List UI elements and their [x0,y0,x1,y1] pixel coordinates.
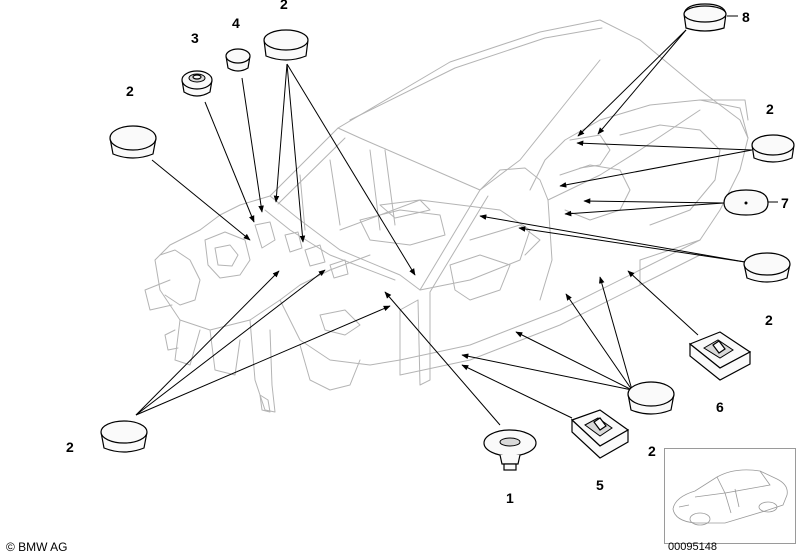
leader-lines [135,29,753,426]
plug-part-2-left [109,125,157,159]
grommet-part-1 [483,429,537,471]
clip-nut-part-5 [570,409,630,459]
plug-part-2-bottom [627,381,675,415]
clip-nut-part-6 [688,331,752,381]
document-number: 00095148 [668,541,717,553]
plug-part-2-right-lower [743,252,791,283]
plug-part-8 [683,3,727,32]
plug-part-4 [225,48,251,72]
cap-part-7 [723,189,769,216]
callout-6: 6 [716,399,724,415]
car-body-shell [144,19,749,413]
callout-labels: 3 4 2 2 2 1 5 2 6 2 7 2 8 [66,0,789,506]
vehicle-thumbnail [664,448,796,544]
callout-2-left: 2 [126,83,134,99]
plug-part-2-right-upper [751,134,795,163]
callout-2-bottom-left: 2 [66,439,74,455]
callout-5: 5 [596,477,604,493]
callout-3: 3 [191,30,199,46]
callout-2-right-upper: 2 [766,101,774,117]
callout-2-top: 2 [280,0,288,12]
callout-8: 8 [742,9,750,25]
plug-part-2-top [263,29,309,61]
callout-1: 1 [506,490,514,506]
callout-7: 7 [781,195,789,211]
callout-4: 4 [232,15,240,31]
copyright-text: © BMW AG [6,540,68,554]
grommet-part-3 [181,70,213,97]
callout-2-bottom: 2 [648,443,656,459]
callout-2-right-lower: 2 [765,312,773,328]
plug-part-2-bottom-left [100,420,148,453]
